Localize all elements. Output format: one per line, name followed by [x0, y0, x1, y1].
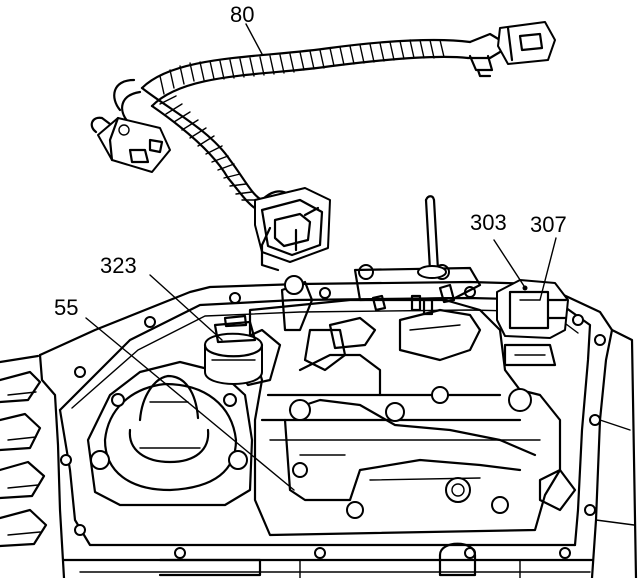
callout-55: 55: [54, 295, 78, 320]
leader-80: [245, 23, 263, 55]
leader-55: [85, 317, 295, 491]
callout-307: 307: [530, 212, 567, 237]
leader-307: [539, 237, 557, 301]
solenoid-303-307: [496, 279, 569, 339]
solenoid-323: [203, 314, 264, 385]
callout-303: 303: [470, 210, 507, 235]
leader-lines: [85, 23, 557, 491]
callout-323: 323: [100, 253, 137, 278]
leader-323: [149, 274, 223, 341]
wiring-harness: [90, 21, 556, 272]
harness-coil-ridges: [159, 39, 445, 201]
valve-body: [158, 195, 577, 578]
leader-303: [493, 239, 525, 287]
accumulator-housing: [86, 360, 254, 507]
callout-80: 80: [230, 2, 254, 27]
